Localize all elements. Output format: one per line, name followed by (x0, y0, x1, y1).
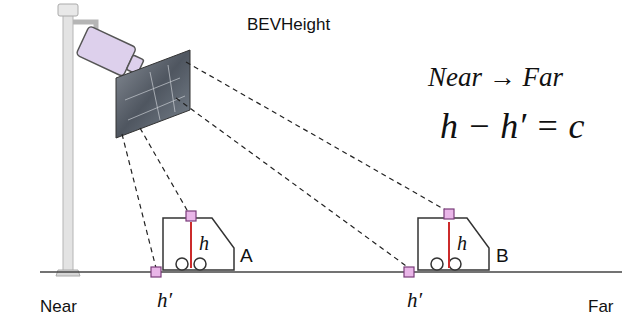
car-label: A (240, 246, 253, 265)
ground-height-label: h′ (407, 290, 422, 311)
lamp-head (58, 4, 78, 16)
ground-line (40, 271, 622, 273)
far-label: Far (588, 298, 614, 315)
car-label: B (496, 246, 509, 265)
pole-base (56, 270, 80, 276)
direction-note: Near → Far (428, 64, 563, 91)
ground-height-label: h′ (157, 290, 172, 311)
image-plane (116, 50, 190, 138)
light-pole (63, 14, 73, 272)
height-label: h (199, 233, 209, 253)
car-a (151, 211, 234, 277)
height-equation: h − h′ = c (440, 108, 584, 144)
figure-title: BEVHeight (247, 16, 330, 33)
near-label: Near (40, 298, 77, 315)
car-b (404, 209, 489, 277)
height-label: h (457, 233, 467, 253)
